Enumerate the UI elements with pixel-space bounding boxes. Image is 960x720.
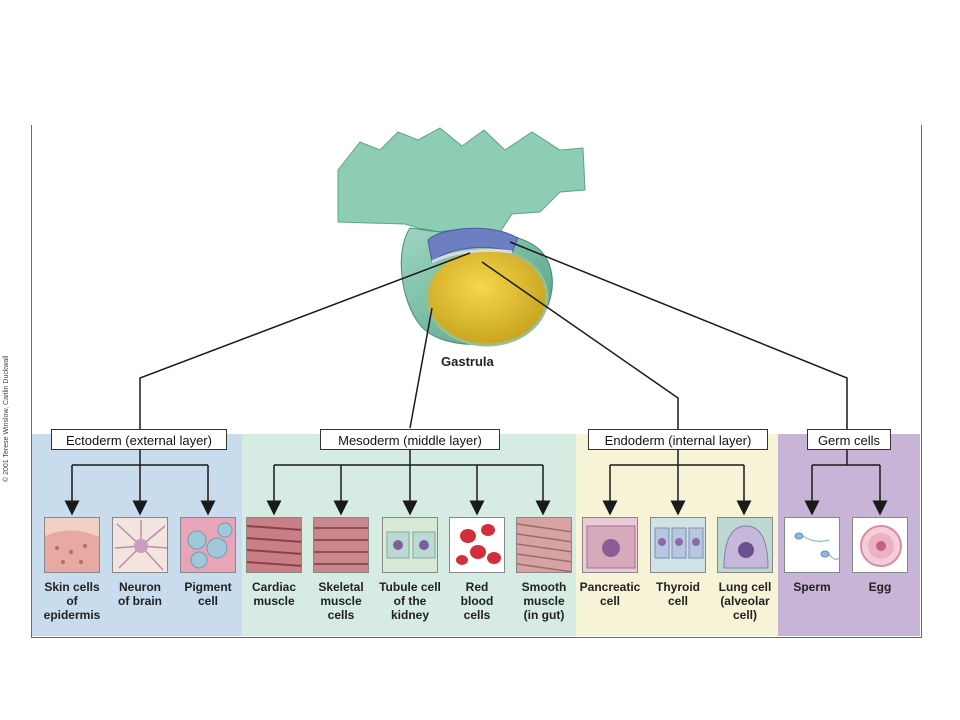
caption-skin-cells: Skin cells of epidermis xyxy=(43,580,101,622)
connector-lines xyxy=(64,241,888,516)
mesoderm-label: Mesoderm (middle layer) xyxy=(320,429,500,450)
ectoderm-label: Ectoderm (external layer) xyxy=(51,429,227,450)
lung-cell-icon xyxy=(717,517,773,573)
caption-cardiac-muscle: Cardiac muscle xyxy=(251,580,297,608)
germ-cells-label: Germ cells xyxy=(807,429,891,450)
gastrula-label: Gastrula xyxy=(441,354,494,369)
kidney-tubule-icon xyxy=(382,517,438,573)
yolk-sphere xyxy=(425,247,549,347)
line-to-germ xyxy=(509,241,848,430)
gastrula-top-sheet xyxy=(337,127,586,239)
caption-red-blood-cells: Red blood cells xyxy=(460,580,494,622)
cell-layer xyxy=(431,249,513,264)
caption-egg: Egg xyxy=(868,580,892,594)
line-to-mesoderm xyxy=(409,307,433,429)
pancreatic-cell-icon xyxy=(582,517,638,573)
caption-sperm: Sperm xyxy=(793,580,831,594)
caption-pancreatic-cell: Pancreatic cell xyxy=(579,580,641,608)
skeletal-muscle-icon xyxy=(313,517,369,573)
endoderm-label: Endoderm (internal layer) xyxy=(588,429,768,450)
egg-icon xyxy=(852,517,908,573)
caption-lung-cell: Lung cell (alveolar cell) xyxy=(718,580,772,622)
caption-smooth-muscle: Smooth muscle (in gut) xyxy=(521,580,567,622)
smooth-muscle-icon xyxy=(516,517,572,573)
caption-neuron: Neuron of brain xyxy=(118,580,162,608)
neuron-icon xyxy=(112,517,168,573)
cardiac-muscle-icon xyxy=(246,517,302,573)
line-to-ectoderm xyxy=(139,252,471,430)
copyright-credit: © 2001 Terese Winslow, Caitlin Duckwall xyxy=(3,355,10,482)
caption-thyroid-cell: Thyroid cell xyxy=(656,580,700,608)
caption-pigment-cell: Pigment cell xyxy=(184,580,232,608)
red-blood-cells-icon xyxy=(449,517,505,573)
gastrula-illustration xyxy=(337,127,586,347)
pigment-cell-icon xyxy=(180,517,236,573)
diagram-frame xyxy=(31,125,922,638)
line-to-endoderm xyxy=(481,261,679,430)
caption-kidney-tubule: Tubule cell of the kidney xyxy=(379,580,441,622)
caption-skeletal-muscle: Skeletal muscle cells xyxy=(318,580,364,622)
thyroid-cell-icon xyxy=(650,517,706,573)
sperm-icon xyxy=(784,517,840,573)
epidermis-icon xyxy=(44,517,100,573)
